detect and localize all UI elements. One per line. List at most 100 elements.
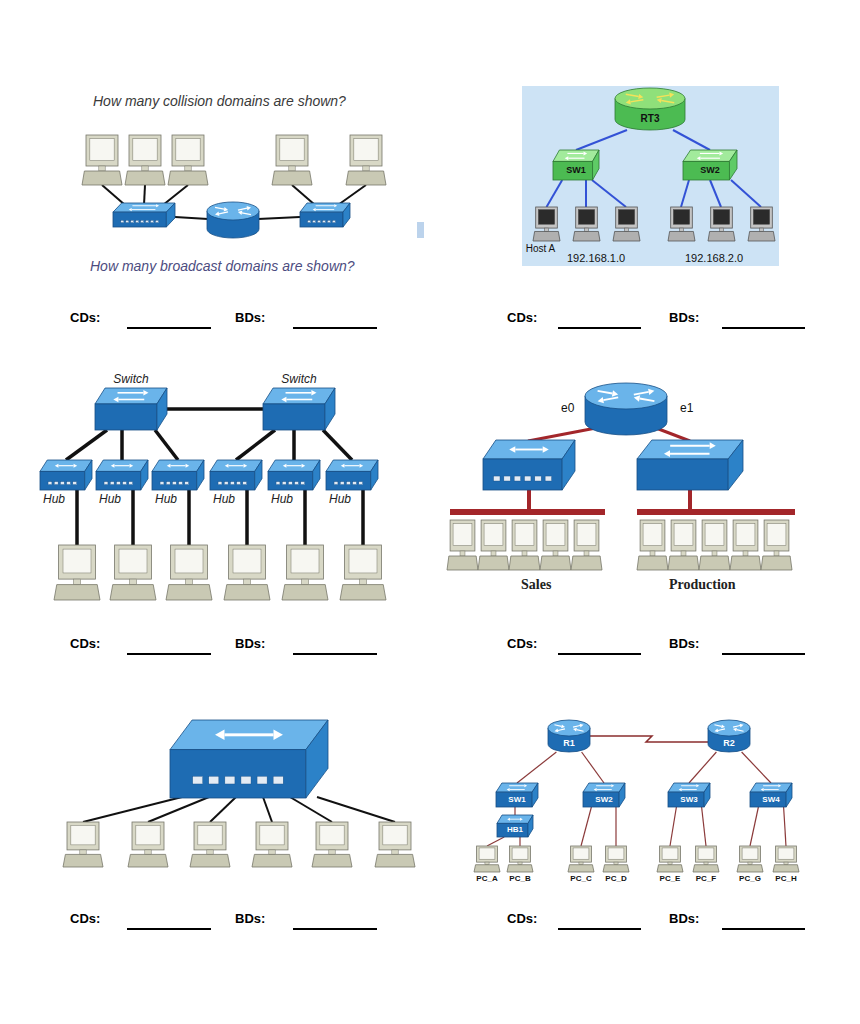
device-icon	[40, 460, 92, 490]
hub-node-icon	[152, 460, 204, 490]
arrow-shaft	[132, 205, 156, 206]
device-side-face	[157, 388, 167, 430]
pc-icon	[375, 822, 415, 867]
screen	[643, 524, 662, 546]
cable	[656, 428, 690, 441]
network-link	[673, 130, 710, 150]
pc-icon	[54, 545, 100, 600]
pc-icon	[708, 207, 735, 241]
screen	[71, 825, 95, 845]
pc-base	[272, 171, 312, 185]
answer-label: BDs:	[669, 311, 699, 326]
monitor	[574, 520, 599, 551]
monitor-neck	[289, 166, 295, 171]
port	[150, 220, 153, 222]
arrow-shaft	[344, 465, 352, 466]
monitor	[276, 135, 308, 166]
monitor	[671, 207, 693, 228]
monitor-neck	[553, 551, 558, 556]
network-link	[292, 430, 296, 460]
monitor-neck	[544, 228, 548, 231]
cable	[710, 180, 721, 207]
cable	[258, 217, 300, 219]
port	[146, 220, 149, 222]
switch-node-icon	[553, 150, 599, 180]
arrow-shaft	[682, 789, 697, 790]
answer-blank	[127, 928, 211, 930]
pc-node: PC_G	[737, 846, 763, 872]
pc-base	[693, 865, 719, 872]
answer-label: BDs:	[669, 912, 699, 927]
device-top-face	[497, 815, 533, 823]
device-front-face	[170, 750, 306, 798]
router-node: R1	[548, 720, 590, 752]
pc-icon	[478, 520, 509, 570]
arrow-head	[360, 464, 364, 468]
pc-base	[571, 556, 602, 570]
device-label: SW3	[680, 796, 697, 804]
cable	[148, 797, 209, 822]
router-top	[708, 720, 750, 736]
arrow-head	[696, 784, 699, 787]
monitor	[194, 822, 226, 850]
arrow-head	[778, 784, 781, 787]
device-label: R1	[563, 739, 575, 748]
port	[160, 482, 164, 485]
pc-base	[312, 854, 352, 867]
answer-label: BDs:	[235, 912, 265, 927]
arrow-shaft	[515, 819, 520, 820]
router-icon	[585, 383, 667, 435]
device-side-face	[371, 460, 378, 490]
arrow-shaft	[700, 153, 720, 154]
arrow-head	[679, 788, 682, 791]
screen	[736, 524, 755, 546]
hub-icon	[170, 720, 328, 798]
pc-icon	[125, 135, 165, 185]
pc-base	[761, 556, 792, 570]
pc-base	[375, 854, 415, 867]
device-top-face	[96, 460, 148, 471]
port	[243, 482, 247, 485]
pc-icon	[540, 520, 571, 570]
device-front-face	[496, 792, 532, 807]
device-label: SW1	[508, 796, 525, 804]
monitor	[67, 822, 99, 850]
cable	[187, 490, 191, 545]
arrow-head	[273, 730, 282, 740]
arrow-shaft	[249, 733, 273, 736]
arrow-shaft	[718, 729, 725, 731]
arrow-shaft	[764, 789, 779, 790]
monitor	[477, 846, 498, 862]
arrow-head	[626, 99, 631, 104]
interface-name: e0	[561, 402, 574, 416]
pc-base	[63, 854, 103, 867]
monitor	[536, 207, 558, 228]
device-icon	[152, 460, 204, 490]
pc-base	[54, 585, 100, 600]
monitor	[450, 520, 475, 551]
hub-node-icon	[210, 460, 262, 490]
device-front-face	[637, 459, 728, 490]
arrow-shaft	[228, 465, 236, 466]
arrow-shaft	[238, 208, 247, 210]
arrow-head	[697, 156, 701, 160]
arrow-shaft	[286, 465, 294, 466]
arrow-head	[238, 211, 242, 215]
pc-icon	[571, 520, 602, 570]
device-icon	[615, 88, 685, 130]
device-icon	[263, 388, 335, 430]
pc-icon	[637, 520, 668, 570]
monitor-neck	[759, 228, 763, 231]
monitor-neck	[185, 166, 191, 171]
hub-node: HB1	[497, 815, 533, 837]
device-icon	[268, 460, 320, 490]
port	[193, 776, 203, 784]
device-top-face	[683, 150, 737, 161]
monitor	[345, 545, 382, 579]
arrow-head	[598, 397, 604, 403]
answer-label: BDs:	[235, 311, 265, 326]
monitor	[616, 207, 638, 228]
device-label: PC_F	[696, 875, 716, 883]
monitor-neck	[80, 850, 86, 855]
